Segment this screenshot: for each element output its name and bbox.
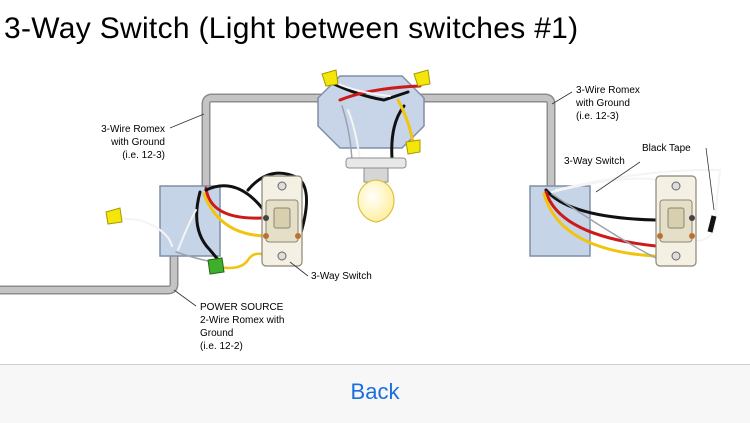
leader-lines [169,91,715,307]
power-source-label-line3: Ground [200,328,233,339]
right-romex-label-line1: 3-Wire Romex [576,85,640,96]
power-source-label-line2: 2-Wire Romex with [200,315,284,326]
left-romex-label-line3: (i.e. 12-3) [122,150,165,161]
black-tape-label: Black Tape [642,143,691,154]
power-source-label-line4: (i.e. 12-2) [200,341,243,352]
right-three-way-switch [655,175,697,267]
wiring-diagram: 3-Wire Romex with Ground (i.e. 12-3) 3-W… [0,69,722,352]
right-switch-label: 3-Way Switch [564,156,625,167]
left-romex-label-line2: with Ground [110,137,165,148]
left-romex-label-line1: 3-Wire Romex [101,124,165,135]
left-switch-label: 3-Way Switch [311,271,372,282]
power-source-label-line1: POWER SOURCE [200,302,284,313]
bottom-toolbar: Back [0,364,750,423]
light-bulb-icon [345,157,407,223]
left-wire-nuts [105,207,225,275]
ceiling-wire-nuts [321,69,431,155]
back-button[interactable]: Back [350,379,400,404]
power-source-cable [0,247,179,295]
right-romex-label-line2: with Ground [575,98,630,109]
diagram-title: 3-Way Switch (Light between switches #1) [4,12,579,45]
black-tape [707,215,717,233]
right-romex-label-line3: (i.e. 12-3) [576,111,619,122]
left-three-way-switch [261,175,303,267]
